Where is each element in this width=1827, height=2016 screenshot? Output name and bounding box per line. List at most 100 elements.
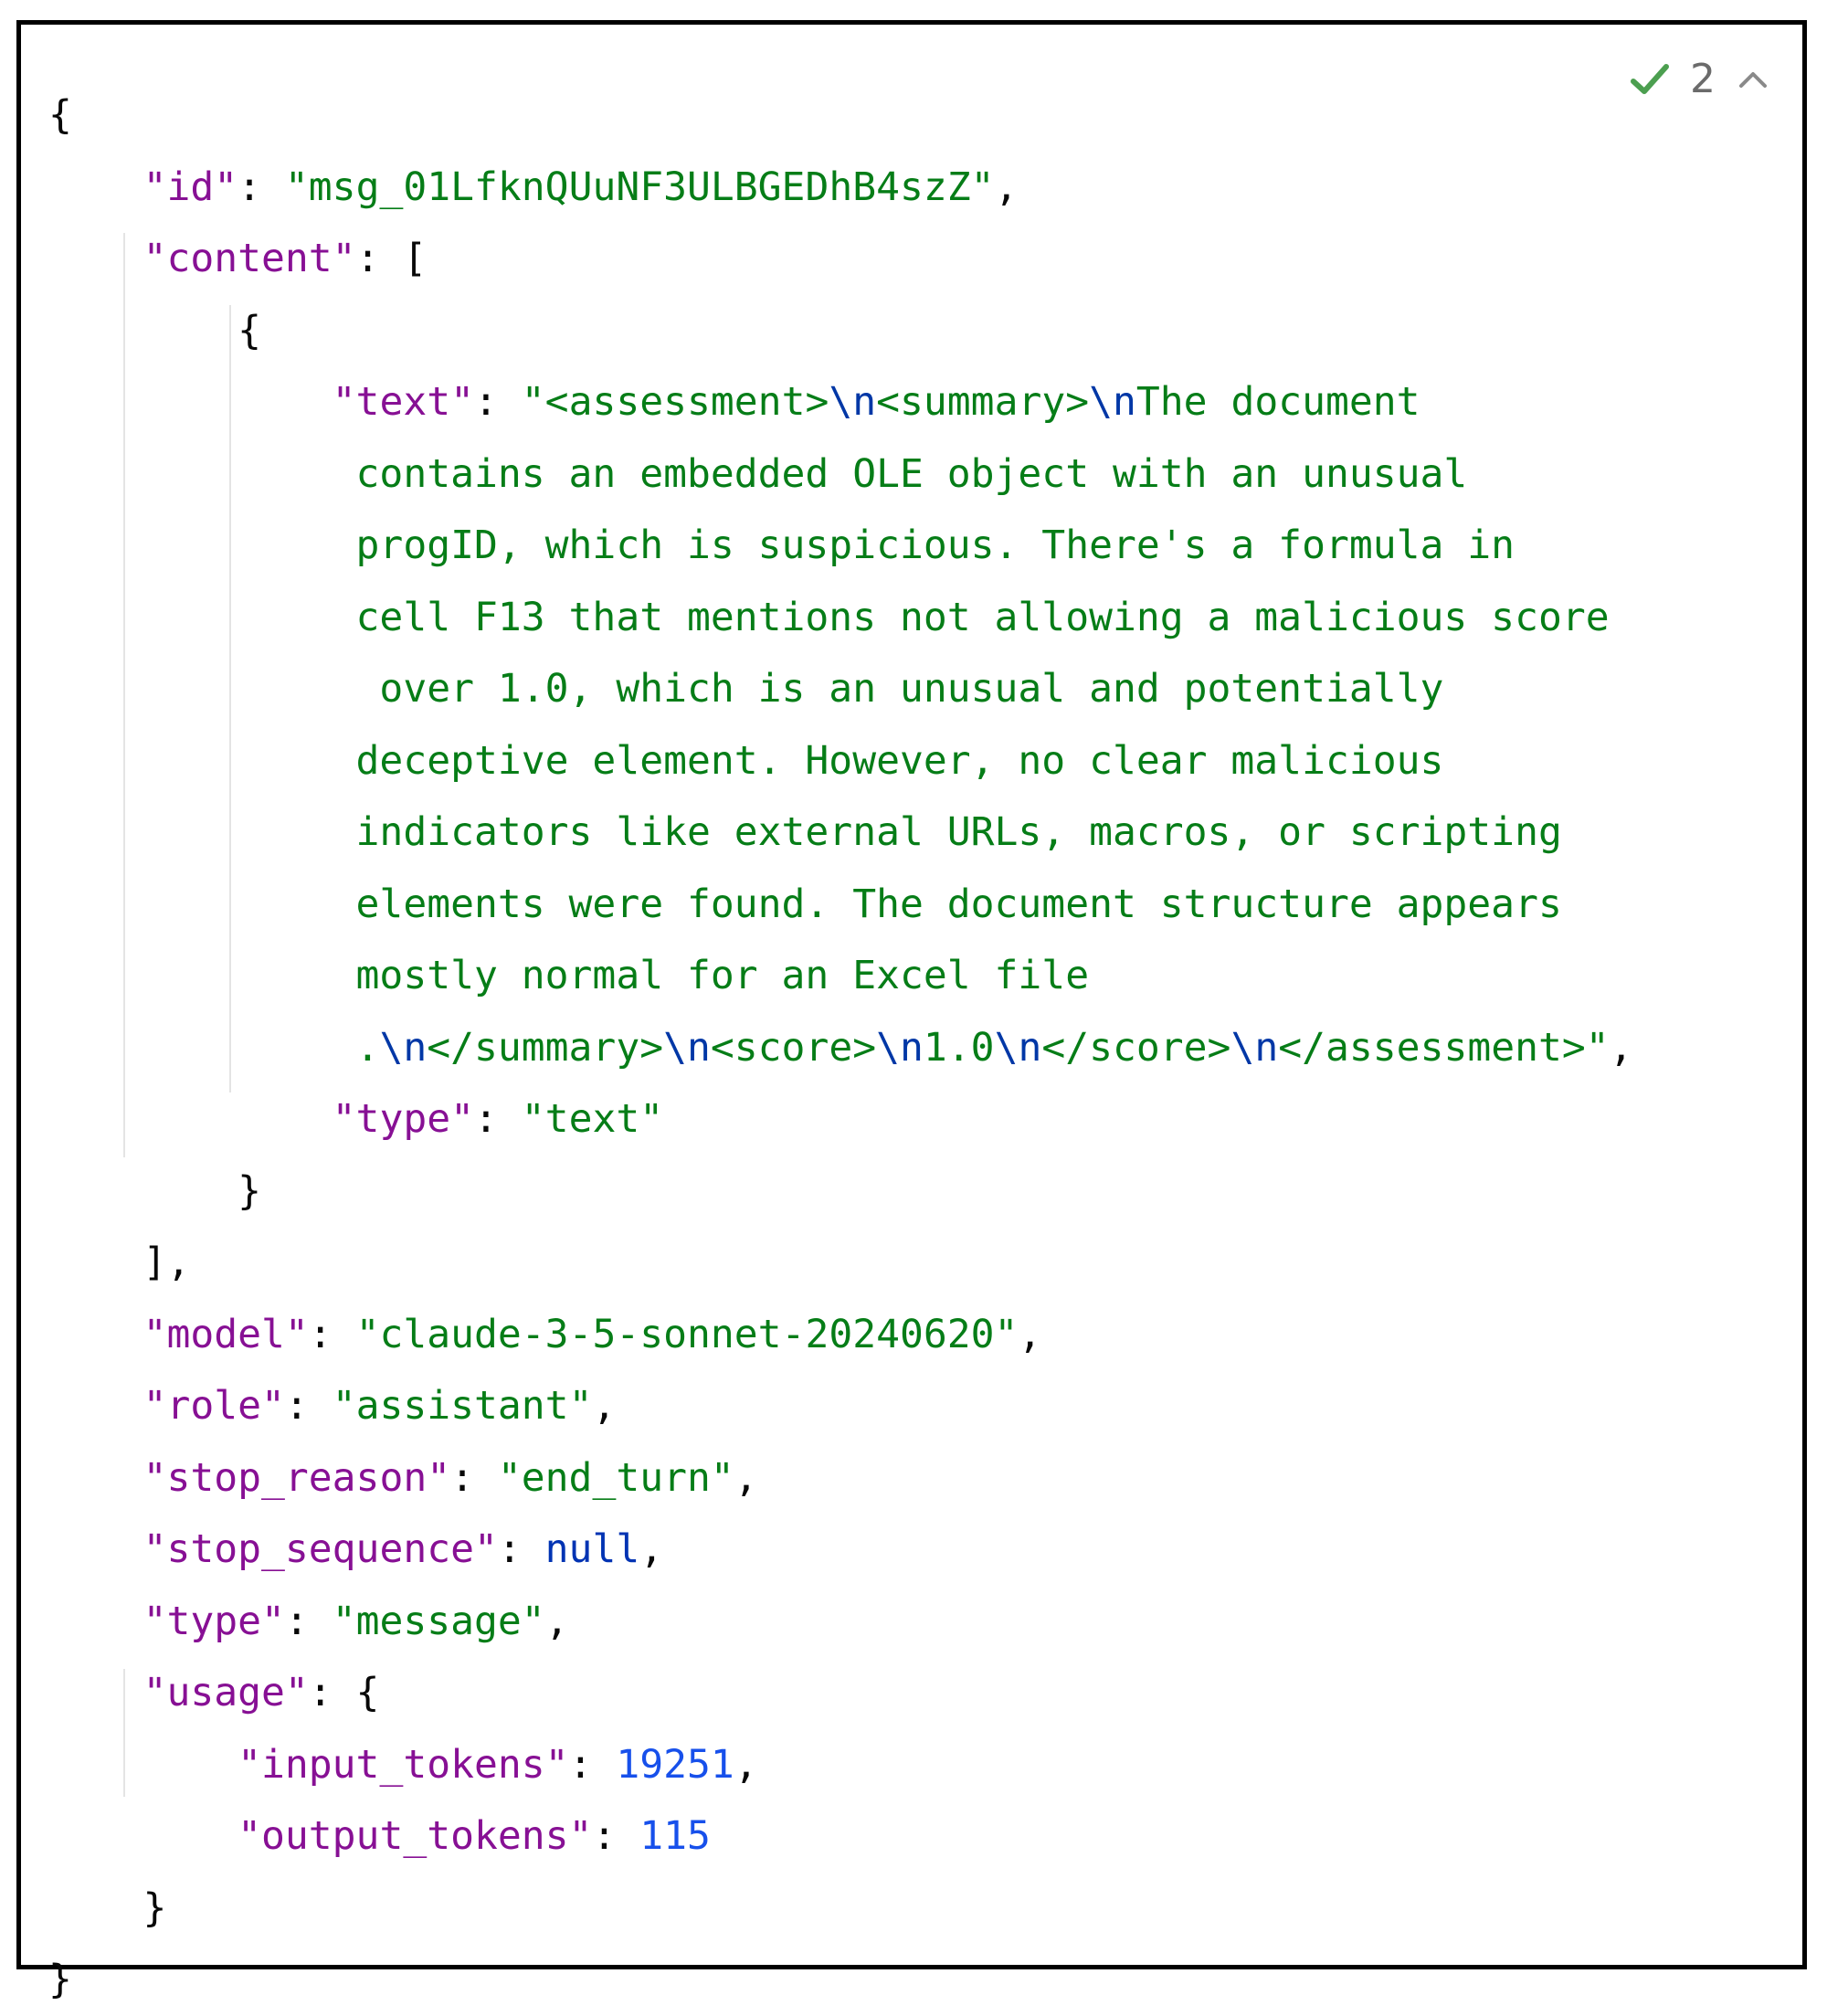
code-token: , bbox=[1018, 1311, 1042, 1357]
code-token: , bbox=[1609, 1024, 1633, 1071]
json-code-block: { "id": "msg_01LfknQUuNF3ULBGEDhB4szZ", … bbox=[48, 79, 1633, 2016]
code-token: : bbox=[308, 1311, 356, 1357]
indent-guide bbox=[123, 1669, 125, 1797]
code-token bbox=[48, 1312, 143, 1357]
code-token: mostly normal for an Excel file bbox=[48, 953, 1090, 998]
code-token: "message" bbox=[332, 1598, 545, 1644]
code-token: , bbox=[734, 1454, 758, 1501]
code-token: "assistant" bbox=[332, 1383, 593, 1429]
inspection-status[interactable]: 2 bbox=[1630, 56, 1770, 102]
code-token: , bbox=[592, 1383, 617, 1429]
code-token: , bbox=[639, 1526, 664, 1572]
code-viewer-frame: 2 { "id": "msg_01LfknQUuNF3ULBGEDhB4szZ"… bbox=[16, 20, 1807, 2002]
code-token: contains an embedded OLE object with an … bbox=[48, 450, 1468, 497]
code-token: : bbox=[284, 1383, 333, 1429]
code-token: "stop_sequence" bbox=[143, 1526, 498, 1572]
code-token: deceptive element. However, no clear mal… bbox=[48, 737, 1444, 784]
indent-guide bbox=[123, 233, 125, 1157]
code-token: "type" bbox=[143, 1598, 285, 1644]
code-token: { bbox=[48, 92, 72, 138]
code-line: "stop_sequence": null, bbox=[48, 1514, 1633, 1586]
code-token bbox=[48, 1599, 143, 1644]
code-line: { bbox=[48, 295, 1633, 367]
code-token bbox=[48, 1742, 238, 1788]
code-token: : bbox=[450, 1454, 498, 1501]
code-token: "end_turn" bbox=[497, 1454, 734, 1501]
indent-guide bbox=[229, 305, 231, 1092]
code-token bbox=[48, 164, 143, 210]
code-line: { bbox=[48, 79, 1633, 152]
code-token: "usage" bbox=[143, 1670, 309, 1715]
code-token: "stop_reason" bbox=[143, 1454, 451, 1501]
code-token: </score> bbox=[1041, 1024, 1231, 1071]
code-line: "type": "message", bbox=[48, 1586, 1633, 1658]
code-token: ], bbox=[48, 1240, 191, 1285]
code-line: } bbox=[48, 1156, 1633, 1228]
code-token: cell F13 that mentions not allowing a ma… bbox=[48, 594, 1610, 640]
code-line: "output_tokens": 115 bbox=[48, 1800, 1633, 1873]
code-token: "role" bbox=[143, 1383, 285, 1429]
code-token bbox=[48, 1813, 238, 1859]
code-token: \n bbox=[663, 1024, 711, 1071]
code-token bbox=[48, 1670, 143, 1715]
code-line: } bbox=[48, 1944, 1633, 2016]
code-token: <summary> bbox=[876, 379, 1090, 425]
code-token: \n bbox=[876, 1024, 924, 1071]
code-token: "<assessment> bbox=[521, 379, 829, 425]
code-token: "text" bbox=[521, 1096, 664, 1142]
code-token bbox=[48, 379, 333, 425]
code-token: . bbox=[48, 1024, 380, 1071]
code-token: : bbox=[474, 379, 522, 425]
code-token: "claude-3-5-sonnet-20240620" bbox=[355, 1311, 1019, 1357]
code-token: 115 bbox=[639, 1813, 711, 1859]
code-token: } bbox=[48, 1957, 72, 2002]
code-line: } bbox=[48, 1873, 1633, 1945]
code-token: </assessment>" bbox=[1278, 1024, 1610, 1071]
code-token: : bbox=[497, 1526, 545, 1572]
code-token: : bbox=[284, 1598, 333, 1644]
code-token: "type" bbox=[332, 1096, 475, 1142]
code-line: over 1.0, which is an unusual and potent… bbox=[48, 653, 1633, 725]
code-line: "input_tokens": 19251, bbox=[48, 1729, 1633, 1801]
code-token: elements were found. The document struct… bbox=[48, 881, 1562, 927]
code-token: 19251 bbox=[616, 1741, 734, 1788]
code-token: null bbox=[544, 1526, 640, 1572]
code-line: "role": "assistant", bbox=[48, 1370, 1633, 1442]
code-token: The document bbox=[1135, 379, 1420, 425]
code-token: \n bbox=[1089, 379, 1136, 425]
code-line: .\n</summary>\n<score>\n1.0\n</score>\n<… bbox=[48, 1012, 1633, 1084]
code-token: \n bbox=[994, 1024, 1042, 1071]
code-line: "id": "msg_01LfknQUuNF3ULBGEDhB4szZ", bbox=[48, 152, 1633, 224]
code-token: : bbox=[238, 164, 285, 210]
code-token: , bbox=[994, 164, 1019, 210]
code-token bbox=[48, 1455, 143, 1501]
code-token bbox=[48, 236, 143, 281]
code-token: <score> bbox=[710, 1024, 877, 1071]
code-line: "type": "text" bbox=[48, 1083, 1633, 1156]
code-token bbox=[48, 1383, 143, 1429]
code-token: : bbox=[474, 1096, 522, 1142]
code-line: elements were found. The document struct… bbox=[48, 869, 1633, 941]
code-line: progID, which is suspicious. There's a f… bbox=[48, 510, 1633, 582]
code-line: indicators like external URLs, macros, o… bbox=[48, 797, 1633, 869]
code-token: \n bbox=[829, 379, 877, 425]
code-token: </summary> bbox=[427, 1024, 664, 1071]
code-token: "text" bbox=[332, 379, 475, 425]
code-token: \n bbox=[379, 1024, 428, 1071]
code-line: "text": "<assessment>\n<summary>\nThe do… bbox=[48, 366, 1633, 438]
code-token: } bbox=[48, 1167, 261, 1214]
code-token: : { bbox=[308, 1670, 380, 1715]
code-token: "model" bbox=[143, 1311, 309, 1357]
code-token: : [ bbox=[355, 236, 428, 281]
code-token: \n bbox=[1230, 1024, 1279, 1071]
code-token: over 1.0, which is an unusual and potent… bbox=[48, 666, 1444, 712]
code-token bbox=[48, 1096, 333, 1142]
code-token: } bbox=[48, 1884, 167, 1931]
code-line: "content": [ bbox=[48, 223, 1633, 295]
chevron-up-icon[interactable] bbox=[1736, 66, 1770, 93]
code-token: : bbox=[592, 1813, 640, 1859]
code-line: contains an embedded OLE object with an … bbox=[48, 438, 1633, 511]
code-token: 1.0 bbox=[923, 1024, 995, 1071]
code-token: : bbox=[568, 1741, 617, 1788]
code-token: "content" bbox=[143, 236, 356, 281]
